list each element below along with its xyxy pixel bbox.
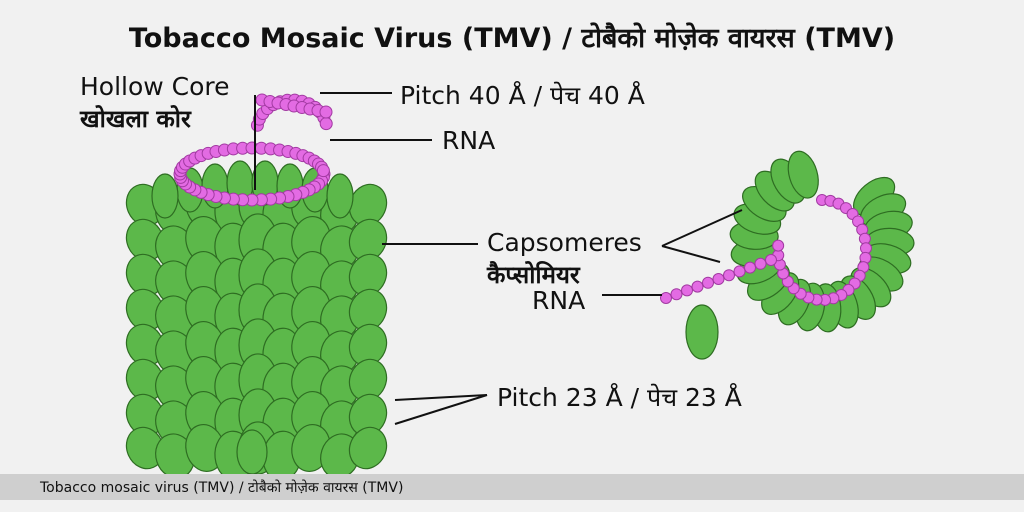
label-rna-top: RNA	[442, 126, 495, 155]
rna-bead	[745, 262, 756, 273]
label-hollow-core: Hollow Core	[80, 72, 230, 101]
rna-bead	[773, 240, 784, 251]
rna-bead	[755, 258, 766, 269]
rna-bead	[320, 106, 332, 118]
capsomere-subunit	[686, 305, 718, 359]
capsomere-subunit	[237, 430, 267, 474]
label-pitch-40: Pitch 40 Å / पेच 40 Å	[400, 78, 645, 112]
rna-bead	[320, 118, 332, 130]
label-capsomeres: Capsomeres	[487, 228, 642, 257]
pointer-line	[662, 246, 720, 262]
tmv-cross-section	[661, 148, 915, 359]
capsomere-subunit	[152, 174, 178, 218]
rna-bead	[682, 285, 693, 296]
rna-bead	[317, 165, 329, 177]
rna-bead	[724, 270, 735, 281]
label-hollow-core-hindi: खोखला कोर	[80, 102, 191, 135]
page-title: Tobacco Mosaic Virus (TMV) / टोबैको मोज़…	[0, 18, 1024, 55]
label-rna-cross-section: RNA	[532, 286, 585, 315]
caption-bar: Tobacco mosaic virus (TMV) / टोबैको मोज़…	[0, 474, 1024, 500]
rna-bead	[692, 281, 703, 292]
tmv-rod	[120, 161, 393, 483]
rna-bead	[713, 274, 724, 285]
pointer-line	[662, 210, 742, 246]
rna-bead	[661, 293, 672, 304]
rna-bead	[703, 277, 714, 288]
rna-bead	[766, 255, 777, 266]
caption-text: Tobacco mosaic virus (TMV) / टोबैको मोज़…	[40, 478, 403, 497]
rna-bead	[734, 266, 745, 277]
label-pitch-23: Pitch 23 Å / पेच 23 Å	[497, 380, 742, 414]
capsomere-subunit	[327, 174, 353, 218]
rna-bead	[671, 289, 682, 300]
